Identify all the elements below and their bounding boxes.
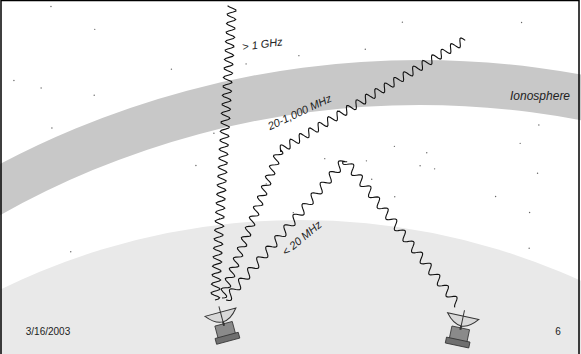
dish-antenna — [441, 307, 480, 349]
star — [213, 132, 214, 133]
star — [371, 179, 372, 180]
star — [195, 165, 196, 166]
star — [426, 152, 427, 153]
star — [434, 168, 435, 169]
star — [245, 63, 246, 64]
star — [529, 212, 530, 213]
star — [528, 248, 529, 249]
star — [51, 127, 52, 128]
radio-wave — [221, 38, 465, 298]
star — [40, 87, 41, 88]
star — [94, 95, 95, 96]
slide-date: 3/16/2003 — [26, 326, 71, 337]
page-number-holder: 6 — [555, 326, 561, 337]
star — [521, 22, 522, 23]
star — [171, 68, 172, 69]
star — [324, 158, 325, 159]
star — [365, 49, 366, 50]
star — [538, 124, 539, 125]
star — [394, 196, 395, 197]
region-label: Ionosphere — [508, 89, 572, 104]
ionosphere-band — [0, 60, 581, 354]
star — [419, 165, 420, 166]
dish-antenna — [203, 302, 243, 345]
star — [402, 21, 403, 22]
radio-waves — [211, 6, 465, 308]
slide-date-holder: 3/16/2003 — [26, 326, 71, 337]
star — [50, 6, 51, 7]
ionosphere-region: Ionosphere — [508, 89, 572, 104]
star — [519, 143, 520, 144]
star — [537, 173, 538, 174]
star — [495, 196, 496, 197]
radio-wave — [211, 6, 236, 300]
star — [298, 55, 299, 56]
star — [70, 251, 71, 252]
star — [394, 146, 395, 147]
star — [266, 183, 267, 184]
star — [13, 80, 14, 81]
page-number: 6 — [555, 326, 561, 337]
radio-wave — [226, 161, 457, 308]
star — [366, 160, 367, 161]
star — [293, 212, 294, 213]
star — [94, 29, 95, 30]
